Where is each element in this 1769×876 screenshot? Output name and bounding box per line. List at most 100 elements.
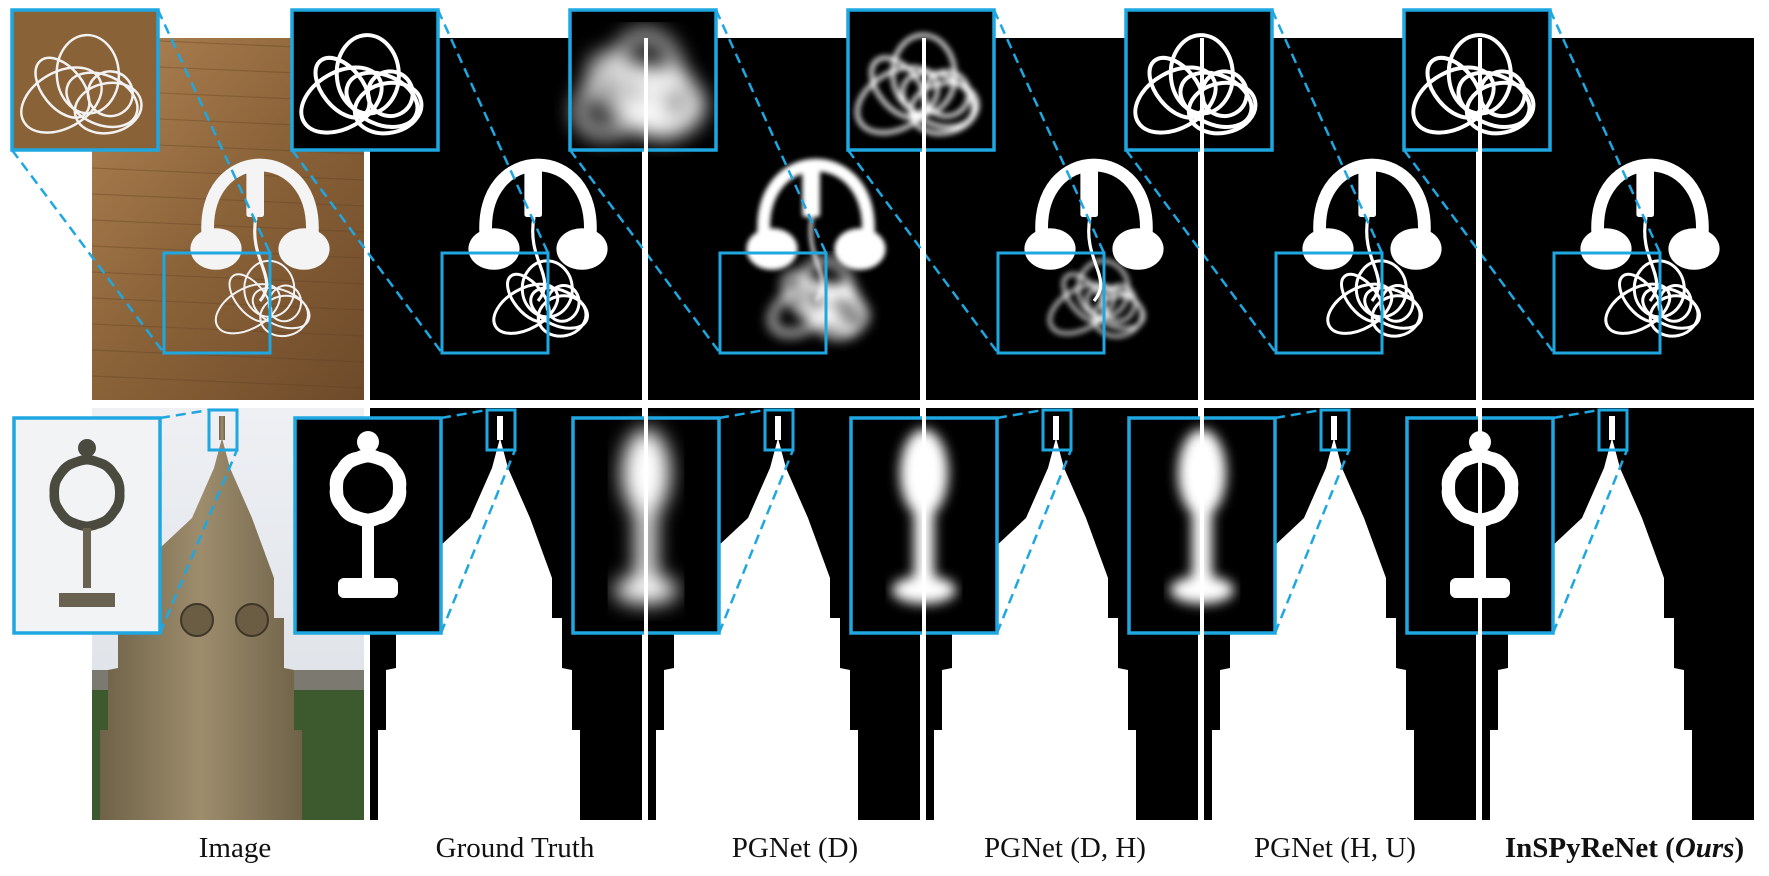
cable-loop <box>869 55 928 120</box>
zoom-connector <box>714 9 828 254</box>
zoom-inset-frame <box>10 8 160 152</box>
finial-zoom <box>14 418 160 633</box>
cable-loop <box>1464 80 1536 136</box>
cable-loop <box>1456 70 1532 129</box>
cable-loop <box>1648 294 1700 338</box>
caption-pgnet-hu: PGNet (H, U) <box>1254 832 1416 864</box>
tower-finial <box>1053 416 1059 440</box>
cable-loop <box>1604 282 1672 335</box>
wood-grain <box>91 323 365 337</box>
zoom-source-box <box>207 408 239 452</box>
cable-loop <box>34 56 91 119</box>
column-separator <box>1200 38 1204 820</box>
zoom-connector <box>1273 449 1351 634</box>
zoom-inset-frame <box>290 8 440 152</box>
cable-loop <box>588 52 653 123</box>
zoom-connector <box>1548 9 1662 254</box>
left-ear-cup <box>746 228 798 270</box>
zoom-connector <box>992 9 1106 254</box>
column-separator <box>644 38 648 820</box>
usb-dongle <box>1080 161 1098 217</box>
left-ear-cup <box>1302 228 1354 270</box>
caption-pgnet-d: PGNet (D) <box>731 832 859 864</box>
zoom-connector <box>1274 408 1322 420</box>
zoom-connector <box>717 449 795 634</box>
zoom-inset <box>1124 8 1274 152</box>
zoom-connector <box>1551 449 1629 634</box>
cable-loop <box>506 272 551 324</box>
cable-loop <box>228 273 273 323</box>
cable-loop <box>65 71 139 129</box>
clock-face-right <box>235 603 269 637</box>
caption-ours-close: ) <box>1734 832 1745 864</box>
tower-body <box>378 438 580 820</box>
tower-finial <box>1331 416 1337 440</box>
zoom-source-box <box>485 408 517 452</box>
finial-base <box>338 578 398 598</box>
caption-ours-main: InSPyReNet ( <box>1504 832 1675 864</box>
caption-ground-truth: Ground Truth <box>435 832 595 864</box>
zoom-inset <box>10 8 160 152</box>
zoom-connector <box>846 149 1000 354</box>
wood-grain <box>91 375 365 389</box>
cable-loop <box>313 55 372 120</box>
zoom-inset <box>846 8 996 152</box>
cable-loop <box>1062 272 1107 324</box>
cable-loop <box>1411 65 1496 135</box>
headphone-silhouette <box>1302 158 1442 303</box>
tower-silhouette <box>378 416 580 820</box>
finial-stem <box>83 528 91 588</box>
finial-lattice <box>334 451 402 525</box>
caption-image: Image <box>198 832 272 864</box>
wood-grain <box>91 297 365 311</box>
zoom-connector <box>156 9 272 254</box>
zoom-connector <box>10 149 166 354</box>
finial-ball <box>357 431 379 453</box>
cable-loop <box>214 283 281 335</box>
clock-face-left <box>180 603 214 637</box>
cable-loop <box>908 80 980 136</box>
cable-loop <box>1370 294 1422 338</box>
zoom-inset-frame <box>1402 8 1552 152</box>
finial-stem <box>362 523 374 578</box>
zoom-connector <box>995 449 1073 634</box>
zoom-connector <box>568 149 722 354</box>
cable-tangle <box>1326 259 1423 338</box>
zoom-inset-frame <box>12 416 162 635</box>
zoom-connector <box>158 449 239 634</box>
cable-loop <box>627 77 705 139</box>
cable-loop <box>20 66 103 134</box>
zoom-source-box <box>1597 408 1629 452</box>
usb-dongle <box>524 161 542 217</box>
usb-dongle <box>802 161 820 217</box>
caption-ours-italic: Ours <box>1674 832 1735 864</box>
zoom-connector <box>436 9 550 254</box>
zoom-connector <box>1124 149 1278 354</box>
zoom-source-box <box>162 251 272 355</box>
panel-headphones-gt <box>290 8 642 400</box>
right-ear-cup <box>278 228 330 270</box>
zoom-source-box <box>996 251 1106 355</box>
zoom-source-box <box>718 251 828 355</box>
cable-loop <box>344 70 420 129</box>
cable-loop <box>1618 272 1663 324</box>
zoom-connector <box>718 408 766 420</box>
finial-base <box>59 593 115 607</box>
wood-grain <box>91 349 365 363</box>
cable-loop <box>1340 272 1385 324</box>
cable-loop <box>251 286 311 330</box>
zoom-connector <box>439 449 517 634</box>
wood-grain <box>91 193 365 207</box>
cable-loop <box>365 69 415 119</box>
zoom-source-box <box>440 251 550 355</box>
zoom-inset <box>290 8 440 152</box>
zoom-source-box <box>1041 408 1073 452</box>
cable-loop <box>1048 282 1116 335</box>
zoom-inset-frame <box>568 8 718 152</box>
left-ear-cup <box>468 228 520 270</box>
cable-loop <box>782 271 831 325</box>
cable-loop <box>813 292 867 340</box>
tower-silhouette <box>1212 416 1414 820</box>
zoom-connector <box>1552 408 1600 420</box>
